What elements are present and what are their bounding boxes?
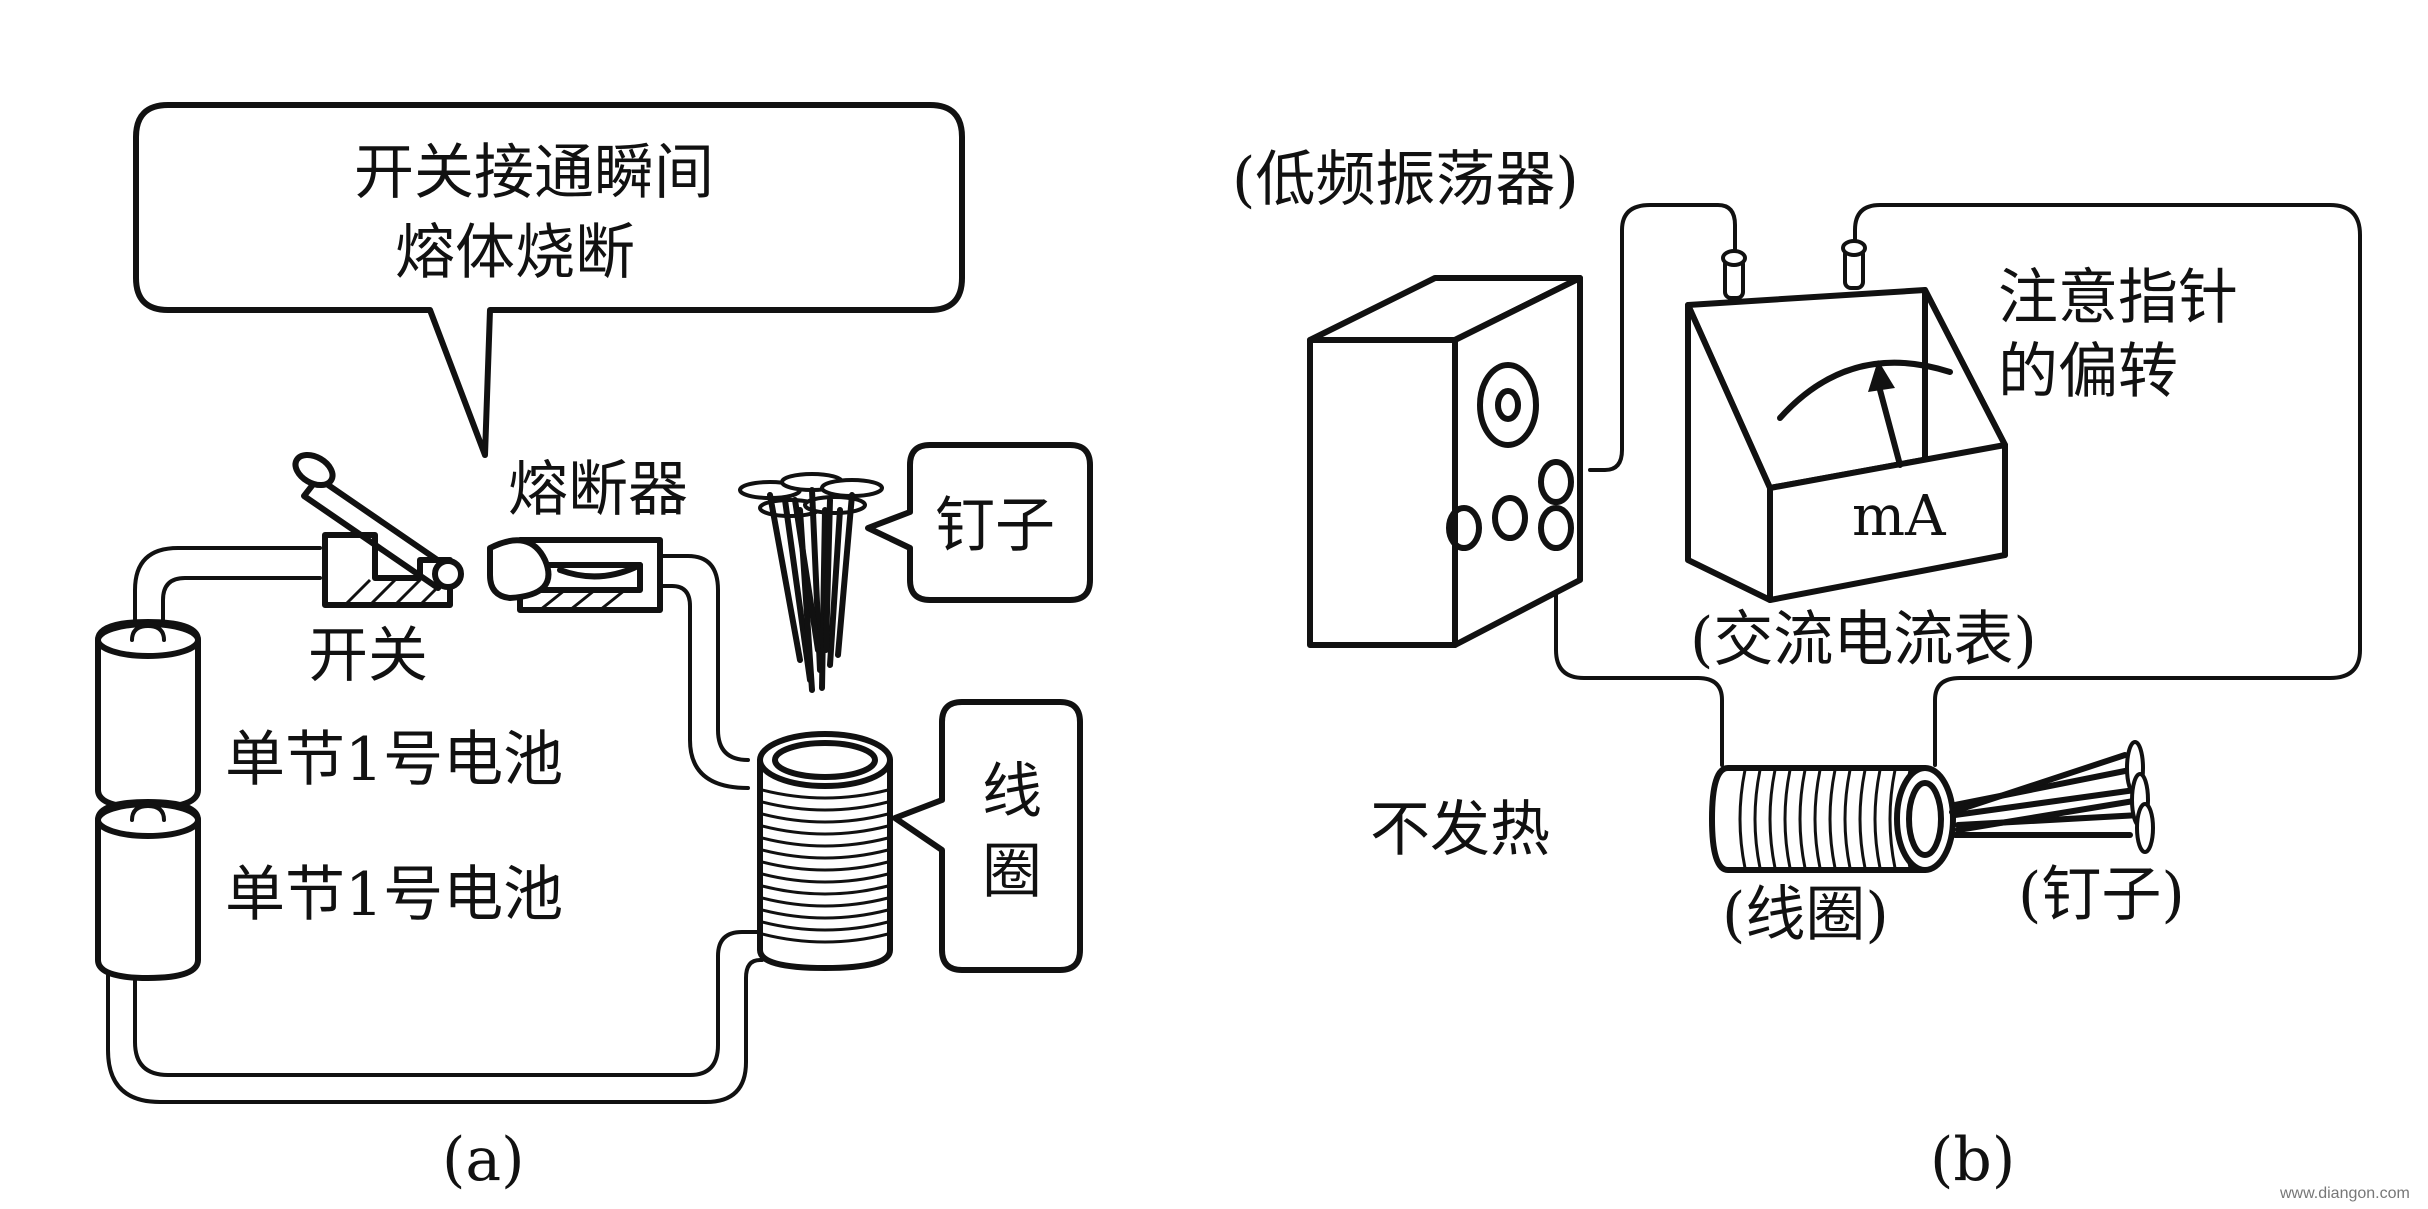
nails-a (738, 472, 884, 693)
nails-b (1949, 740, 2155, 854)
wire-loop-b (1554, 203, 2362, 767)
ammeter: mA (1685, 239, 2008, 603)
nails-label-a: 钉子 (935, 491, 1055, 561)
coil-label-line2: 圈 (982, 837, 1042, 907)
panel-a: 开关接通瞬间 熔体烧断 (95, 102, 1093, 1195)
knife-switch (292, 451, 464, 608)
callout-line2: 熔体烧断 (395, 218, 635, 288)
coil-b (1709, 765, 1956, 873)
meter-unit: mA (1852, 484, 1946, 549)
note-line2: 的偏转 (1998, 337, 2178, 407)
fuse-label: 熔断器 (508, 455, 688, 525)
fuse-holder (487, 537, 663, 613)
coil-label-bubble: 线 圈 (892, 699, 1083, 973)
watermark: www.diangon.com (2279, 1185, 2410, 1202)
coil-label-line1: 线 (982, 757, 1042, 827)
note-line1: 注意指针 (1998, 263, 2238, 333)
no-heat-label: 不发热 (1370, 795, 1550, 865)
nails-label-bubble: 钉子 (865, 442, 1093, 603)
battery-bottom-label: 单节1号电池 (225, 860, 563, 930)
nails-label-b: (钉子) (2018, 860, 2185, 930)
callout-line1: 开关接通瞬间 (354, 138, 714, 208)
ammeter-label: (交流电流表) (1690, 605, 2037, 675)
switch-label: 开关 (308, 621, 428, 691)
oscillator-box (1307, 275, 1583, 648)
battery-top-label: 单节1号电池 (225, 725, 563, 795)
wire-loop-a (106, 546, 764, 1104)
battery-top (95, 619, 201, 811)
coil-label-b: (线圈) (1722, 880, 1889, 950)
panel-b: mA (1232, 145, 2362, 1195)
battery-bottom (95, 799, 201, 981)
caption-a: (a) (442, 1125, 525, 1195)
callout-bubble: 开关接通瞬间 熔体烧断 (133, 102, 965, 458)
oscillator-label: (低频振荡器) (1232, 145, 1579, 215)
coil-a (757, 731, 893, 971)
caption-b: (b) (1930, 1125, 2015, 1195)
